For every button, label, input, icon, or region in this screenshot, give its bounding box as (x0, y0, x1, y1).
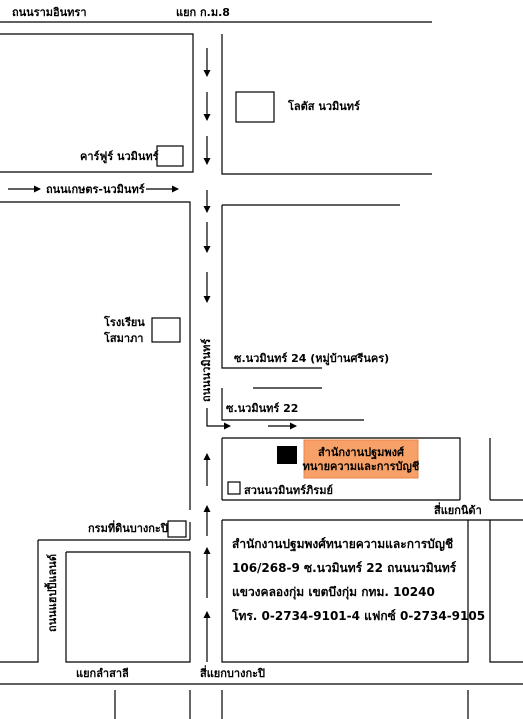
road-edge (221, 205, 322, 369)
road-label-happyland: ถนนแฮปปี้แลนด์ (44, 554, 59, 632)
place-boxes (151, 91, 275, 538)
road-edge (0, 201, 191, 510)
park-marker (227, 481, 241, 495)
place-label-carrefour: คาร์ฟูร์ นวมินทร์ (80, 150, 159, 164)
address-line4: โทร. 0-2734-9101-4 แฟกซ์ 0-2734-9105 (231, 608, 485, 623)
traffic-arrows (8, 48, 297, 662)
address-line2: 106/268-9 ซ.นวมินทร์ 22 ถนนนวมินทร์ (232, 561, 457, 575)
office-label-line1: สำนักงานปฐมพงศ์ (318, 446, 405, 460)
arrow-turn (206, 408, 231, 430)
road-edge (0, 540, 39, 663)
road-label-kaset-nawamin: ถนนเกษตร-นวมินทร์ (46, 183, 145, 196)
address-line1: สำนักงานปฐมพงศ์ทนายความและการบัญชี (232, 537, 453, 552)
road-label-soi24: ซ.นวมินทร์ 24 (หมู่บ้านศรีนคร) (234, 352, 389, 366)
district-marker (167, 520, 187, 538)
road-label-lamsali: แยกลำสาลี (76, 667, 129, 680)
lotus-marker (235, 91, 275, 123)
office-label-box (303, 439, 419, 479)
office-label-line2: ทนายความและการบัญชี (303, 460, 420, 473)
school-marker (151, 317, 181, 343)
road-label-ram-inthra: ถนนรามอินทรา (12, 6, 87, 19)
address-line3: แขวงคลองกุ่ม เขตบึงกุ่ม กทม. 10240 (232, 585, 435, 600)
carrefour-marker (156, 145, 184, 167)
road-label-bangkapi: สี่แยกบางกะปิ (200, 665, 265, 680)
place-label-district: กรมที่ดินบางกะปิ (88, 520, 168, 535)
road-edge (221, 388, 364, 421)
road-label-nawamin: ถนนนวมินทร์ (200, 339, 213, 402)
place-label-school-line2: โสมาภา (103, 331, 143, 345)
road-edge (0, 33, 194, 173)
road-edge (489, 520, 523, 663)
road-edge (221, 34, 432, 175)
place-label-park: สวนนวมินทร์ภิรมย์ (244, 484, 333, 497)
office-location-marker (277, 446, 297, 464)
road-edge (222, 437, 461, 500)
road-label-km8: แยก ก.ม.8 (176, 6, 230, 19)
place-label-school-line1: โรงเรียน (103, 315, 145, 329)
road-label-soi22: ซ.นวมินทร์ 22 (226, 402, 298, 415)
road-label-niyom: สี่แยกนิด้า (434, 502, 482, 517)
road-edges (0, 21, 523, 719)
road-edge (65, 551, 191, 663)
road-edge (221, 520, 469, 663)
place-label-lotus: โลตัส นวมินทร์ (287, 99, 360, 113)
